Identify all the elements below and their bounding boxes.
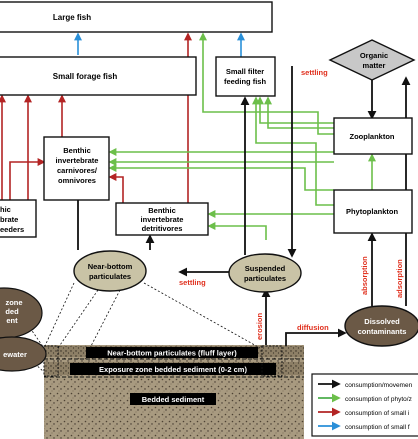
exposure-layer-label: Exposure zone bedded sediment (0-2 cm) [99,365,247,374]
arrow-zoo-to-filter-fish-a [264,96,334,129]
legend-label-black: consumption/movemen [345,382,413,389]
bedded-sediment-label-box [130,393,216,405]
near-bottom-label-2: particulates [89,272,131,281]
benthic-filter-feeders-label-2: brate [0,215,18,224]
settling-bottom-label: settling [179,278,206,287]
benthic-detritivores-box [115,202,209,236]
dissolved-label-1: Dissolved [364,317,400,326]
node-boxes: Large fish Small forage fish Small filte… [0,1,413,238]
legend-item-black: consumption/movemen [318,379,413,389]
organic-matter-diamond [328,39,416,81]
near-bottom-particulates-ellipse [73,250,147,292]
small-filter-fish-label-1: Small filter [226,67,264,76]
arrow-diffusion [285,328,347,346]
legend-label-green: consumption of phyto/z [345,396,412,403]
process-labels: settling settling erosion diffusion abso… [179,68,404,340]
benthic-filter-feeders-label-1: hic [0,205,11,214]
sediment-background [44,345,304,439]
benthic-carnivores-box [43,136,110,201]
legend-label-red: consumption of small i [345,410,409,417]
small-filter-fish-box [215,56,276,97]
legend-item-green: consumption of phyto/z [318,393,412,403]
left-zone-label-3: ent [6,316,18,325]
left-partial-ellipses: zone ded ent ewater [0,287,47,372]
green-arrows [108,32,376,240]
benthic-detritivores-label-2: invertebrate [141,215,184,224]
left-zone-label-2: ded [5,307,19,316]
small-filter-fish-label-2: feeding fish [224,77,267,86]
organic-matter-label-1: Organic [360,51,388,60]
benthic-carnivores-label-4: omnivores [58,176,96,185]
benthic-carnivores-label-2: invertebrate [56,156,99,165]
benthic-detritivores-label-1: Benthic [148,206,176,215]
arrow-phyto-to-carnivores [108,164,334,191]
organic-matter-node: Organic matter [328,39,416,81]
porewater-label: ewater [3,350,27,359]
benthic-filter-feeders-box [0,199,37,238]
fluff-layer-label-box [86,347,258,358]
small-forage-fish-label: Small forage fish [53,72,118,81]
legend-item-blue: consumption of small f [318,421,410,431]
adsorption-label: adsorption [395,259,404,298]
small-forage-fish-box [0,56,197,96]
suspended-particulates-ellipse [228,253,302,293]
arrow-zoo-to-large-fish [199,32,334,135]
particulate-ellipses: Near-bottom particulates Suspended parti… [73,250,418,347]
erosion-label: erosion [255,312,264,340]
benthic-detritivores-label-3: detritivores [142,224,183,233]
phytoplankton-label: Phytoplankton [346,207,399,216]
arrow-feeders-to-carnivores [9,158,46,200]
fluff-layer-label: Near-bottom particulates (fluff layer) [107,349,237,358]
blue-arrows [74,32,245,57]
dissolved-contaminants-ellipse [344,305,418,347]
arrow-zoo-to-filter-fish-b [256,96,334,124]
organic-matter-label-2: matter [363,61,386,70]
arrow-detritivores-to-carnivores [108,173,124,203]
zooplankton-label: Zooplankton [350,132,395,141]
benthic-filter-feeders-label-3: eeders [0,225,24,234]
settling-top-label: settling [301,68,328,77]
arrow-phyto-to-filter-fish [252,96,334,206]
phytoplankton-box [333,189,413,234]
large-fish-label: Large fish [53,13,91,22]
suspended-label-2: particulates [244,274,286,283]
sediment-area: Near-bottom particulates (fluff layer) E… [43,345,304,439]
dissolved-label-2: contaminants [358,327,407,336]
near-bottom-label-1: Near-bottom [88,262,133,271]
arrow-suspended-to-detritivores [207,222,267,240]
exposure-layer-label-box [70,363,276,375]
benthic-carnivores-label-3: carnivores/ [57,166,98,175]
large-fish-box [0,1,273,33]
left-dotted-box [43,345,59,377]
bedded-sediment-label: Bedded sediment [142,395,205,404]
porewater-ellipse [0,336,47,372]
absorption-label: absorption [360,256,369,295]
left-zone-label-1: zone [5,298,22,307]
legend: consumption/movemen consumption of phyto… [311,373,418,437]
suspended-label-1: Suspended [245,264,286,273]
legend-label-blue: consumption of small f [345,424,410,431]
right-dotted-box [261,345,283,377]
legend-item-red: consumption of small i [318,407,409,417]
diffusion-label: diffusion [297,323,329,332]
benthic-carnivores-label-1: Benthic [63,146,91,155]
zooplankton-box [333,117,413,155]
